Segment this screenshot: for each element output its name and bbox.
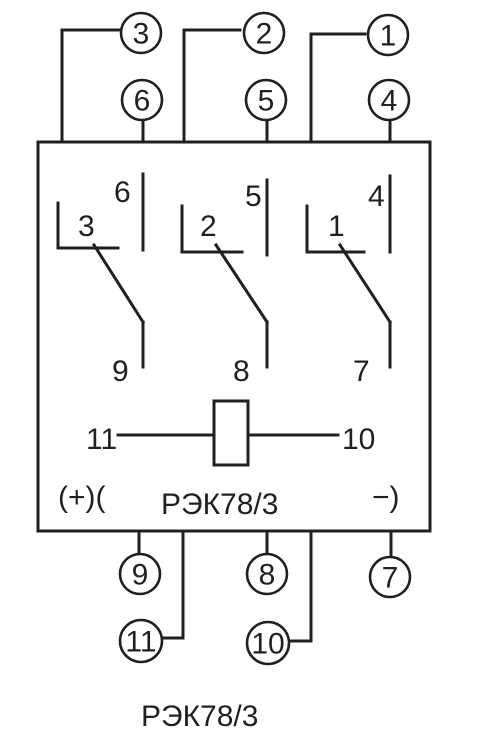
contact-label-common: 1 bbox=[328, 210, 345, 243]
polarity-minus-label: −) bbox=[372, 481, 400, 514]
relay-housing bbox=[36, 140, 432, 533]
contact-label-nc: 5 bbox=[245, 180, 262, 213]
lead-terminal-1 bbox=[309, 32, 367, 144]
contact-group-1: 6 3 9 bbox=[56, 172, 146, 388]
polarity-plus-label: (+)( bbox=[58, 481, 106, 514]
contact-label-common: 3 bbox=[78, 210, 95, 243]
terminal-bottom-8: 8 bbox=[245, 552, 289, 596]
terminal-label: 4 bbox=[381, 85, 398, 118]
terminal-label: 8 bbox=[259, 559, 276, 592]
relay-coil: 11 10 bbox=[86, 399, 375, 467]
contact-label-no: 9 bbox=[112, 355, 129, 388]
contact-label-no: 7 bbox=[353, 355, 370, 388]
terminal-top-5: 5 bbox=[244, 78, 288, 122]
contact-blade bbox=[337, 242, 393, 325]
terminal-bottom-11: 11 bbox=[118, 618, 164, 664]
terminal-label: 1 bbox=[380, 20, 397, 53]
terminal-label: 9 bbox=[132, 559, 149, 592]
terminal-label: 10 bbox=[251, 628, 284, 661]
contact-group-3: 4 1 7 bbox=[305, 174, 393, 388]
contact-label-no: 8 bbox=[233, 355, 250, 388]
diagram-caption: РЭК78/3 bbox=[141, 700, 258, 733]
lead-terminal-3 bbox=[60, 28, 122, 144]
contact-label-nc: 6 bbox=[114, 176, 131, 209]
terminal-top-4: 4 bbox=[367, 78, 411, 122]
terminal-bottom-9: 9 bbox=[118, 552, 162, 596]
terminal-bottom-7: 7 bbox=[368, 555, 412, 599]
terminal-label: 11 bbox=[125, 626, 156, 659]
terminal-label: 2 bbox=[256, 18, 273, 51]
terminal-bottom-10: 10 bbox=[245, 620, 291, 666]
terminal-top-6: 6 bbox=[120, 78, 164, 122]
contact-blade bbox=[91, 242, 146, 325]
lead-terminal-10 bbox=[288, 529, 313, 643]
contact-label-nc: 4 bbox=[368, 180, 385, 213]
contact-label-common: 2 bbox=[200, 210, 217, 243]
contact-common-bracket bbox=[56, 201, 120, 250]
lead-terminal-2 bbox=[182, 28, 242, 144]
terminal-label: 7 bbox=[382, 562, 399, 595]
model-label: РЭК78/3 bbox=[161, 488, 278, 521]
terminal-top-1: 1 bbox=[366, 13, 410, 57]
terminal-top-2: 2 bbox=[242, 11, 286, 55]
contact-group-2: 5 2 8 bbox=[180, 178, 270, 388]
terminal-label: 5 bbox=[258, 85, 275, 118]
coil-body bbox=[212, 399, 250, 467]
terminal-label: 6 bbox=[134, 85, 151, 118]
lead-terminal-11 bbox=[160, 529, 185, 640]
coil-label-left: 11 bbox=[86, 423, 117, 456]
contact-blade bbox=[213, 242, 270, 325]
terminal-label: 3 bbox=[133, 18, 150, 51]
coil-label-right: 10 bbox=[342, 423, 375, 456]
terminal-top-3: 3 bbox=[119, 11, 163, 55]
